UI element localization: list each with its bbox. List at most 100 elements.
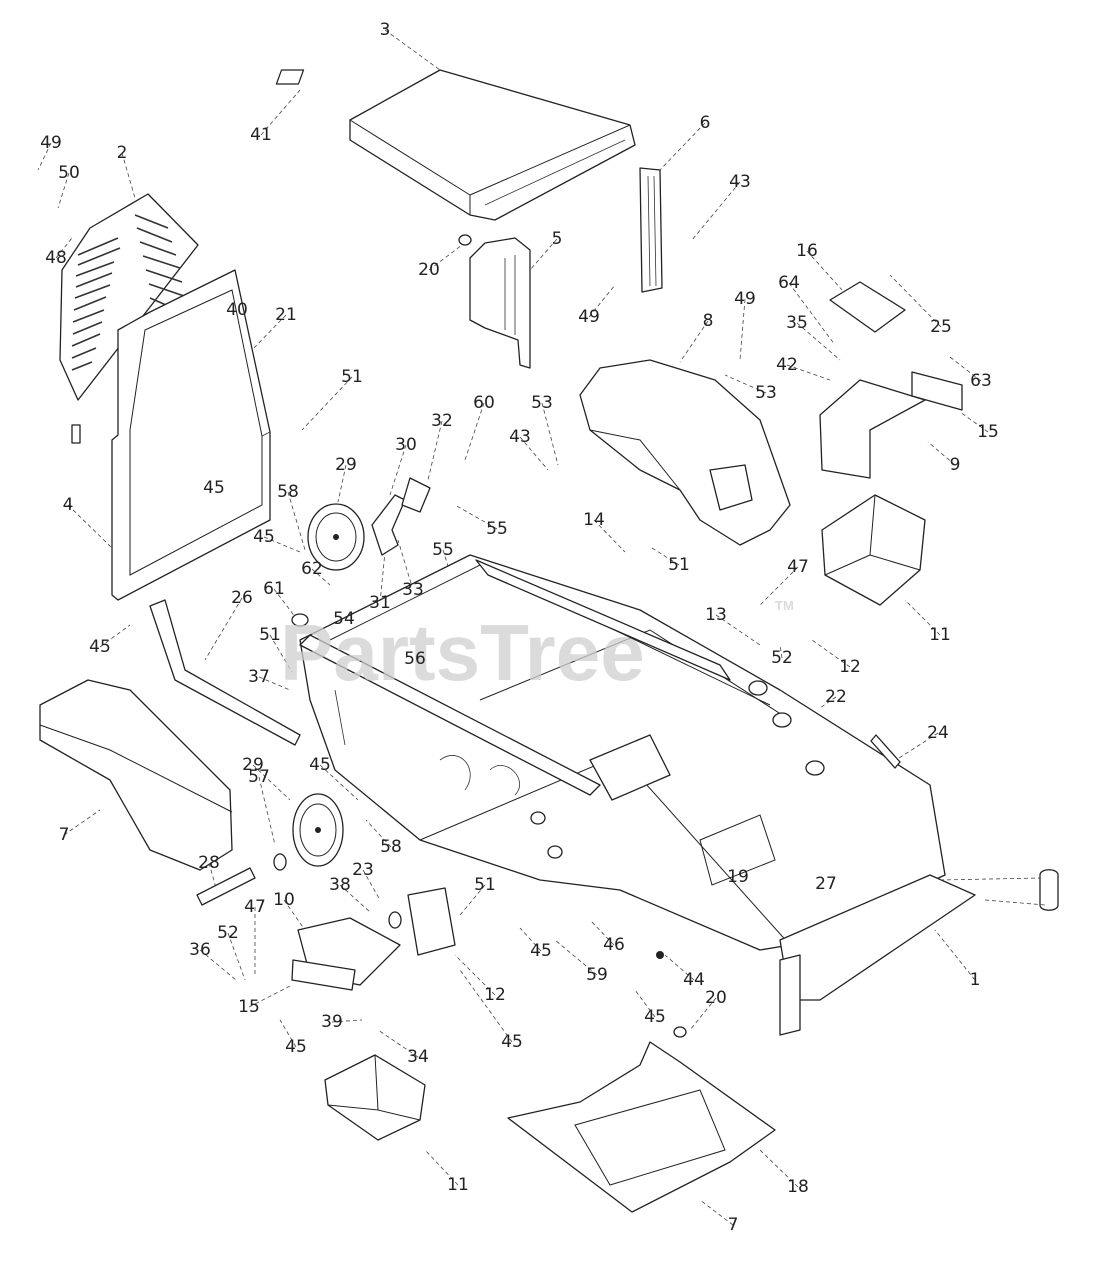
part-tie-bar (149, 599, 301, 746)
part-callout-49: 49 (578, 307, 600, 327)
leader-line (934, 929, 976, 981)
leader-line (811, 639, 851, 668)
leader-line (337, 464, 347, 503)
leader-line (319, 764, 359, 801)
watermark-mark: TM (775, 598, 794, 613)
leader-line (541, 402, 559, 466)
part-callout-45: 45 (644, 1007, 666, 1027)
leader-line (519, 436, 549, 471)
part-callout-28: 28 (198, 853, 220, 873)
part-callout-45: 45 (253, 527, 275, 547)
leader-line (121, 152, 136, 199)
leader-line (389, 444, 407, 496)
leader-line (279, 1019, 297, 1048)
part-callout-51: 51 (668, 555, 690, 575)
part-callout-58: 58 (277, 482, 299, 502)
leader-line (519, 927, 542, 952)
part-callout-7: 7 (59, 825, 70, 845)
part-callout-9: 9 (950, 455, 961, 475)
callout-labels: 1234567789101111121213141515161920202122… (40, 20, 999, 1235)
leader-line (331, 1019, 363, 1023)
part-callout-47: 47 (244, 897, 266, 917)
part-callout-51: 51 (259, 625, 281, 645)
leader-line (249, 314, 287, 353)
part-callout-49: 49 (40, 133, 62, 153)
leader-line (651, 547, 680, 566)
part-callout-1: 1 (970, 970, 981, 990)
part-callout-45: 45 (309, 755, 331, 775)
part-callout-45: 45 (530, 941, 552, 961)
part-callout-52: 52 (771, 648, 793, 668)
part-callout-47: 47 (787, 557, 809, 577)
leader-line (362, 869, 381, 901)
leader-line (248, 984, 293, 1008)
leader-line (427, 420, 443, 481)
leader-line (301, 376, 353, 431)
part-callout-35: 35 (786, 313, 808, 333)
part-callout-7: 7 (728, 1215, 739, 1235)
part-callout-11: 11 (447, 1175, 469, 1195)
leader-line (379, 551, 386, 604)
part-rear-fender (579, 359, 791, 546)
leader-line (819, 696, 837, 709)
part-callout-57: 57 (248, 767, 270, 787)
part-rear-bracket (469, 237, 531, 369)
leader-line (424, 1149, 459, 1186)
leader-line (895, 732, 939, 761)
part-callout-12: 12 (484, 985, 506, 1005)
leader-line (959, 411, 989, 433)
watermark-text: PartsTree (280, 608, 645, 697)
part-callout-36: 36 (189, 940, 211, 960)
part-footrest-bottom (507, 1041, 776, 1213)
leader-line (287, 491, 306, 551)
part-footrest-left (39, 679, 233, 871)
part-callout-45: 45 (203, 478, 225, 498)
part-callout-25: 25 (930, 317, 952, 337)
part-callout-12: 12 (839, 657, 861, 677)
leader-line (442, 549, 459, 599)
part-lower-left-brackets (196, 867, 456, 991)
leader-line (454, 504, 498, 530)
leader-line (273, 588, 297, 619)
part-callout-59: 59 (586, 965, 608, 985)
part-pulley-upper (307, 503, 365, 571)
part-upper-right-brackets (819, 281, 963, 479)
leader-line (269, 634, 293, 673)
leader-line (204, 597, 243, 661)
leader-line (715, 614, 761, 646)
part-callout-13: 13 (705, 605, 727, 625)
part-callout-58: 58 (380, 837, 402, 857)
part-brake-arm (371, 477, 431, 556)
leader-line (759, 1149, 799, 1188)
leader-line (664, 954, 695, 981)
part-callout-43: 43 (509, 427, 531, 447)
part-callout-48: 48 (45, 248, 67, 268)
leader-line (593, 519, 626, 553)
part-pulley-lower (292, 793, 344, 867)
leader-line (679, 320, 709, 363)
leader-line (37, 142, 52, 171)
part-callout-26: 26 (231, 588, 253, 608)
leader-line (63, 809, 101, 836)
leader-line (589, 919, 615, 946)
part-callout-24: 24 (927, 723, 949, 743)
part-callout-41: 41 (250, 125, 272, 145)
leader-line (454, 954, 496, 996)
part-callout-11: 11 (929, 625, 951, 645)
part-callout-45: 45 (89, 637, 111, 657)
watermark: PartsTree TM (280, 598, 794, 697)
part-callout-21: 21 (275, 305, 297, 325)
leader-line (724, 374, 767, 394)
leader-line (459, 969, 513, 1043)
leader-line (889, 274, 942, 328)
leader-line (634, 989, 656, 1018)
part-callout-64: 64 (778, 273, 800, 293)
part-callout-46: 46 (603, 935, 625, 955)
part-callout-42: 42 (776, 355, 798, 375)
leader-line (759, 566, 799, 606)
part-callout-39: 39 (321, 1012, 343, 1032)
part-callout-51: 51 (341, 367, 363, 387)
part-callout-6: 6 (700, 113, 711, 133)
